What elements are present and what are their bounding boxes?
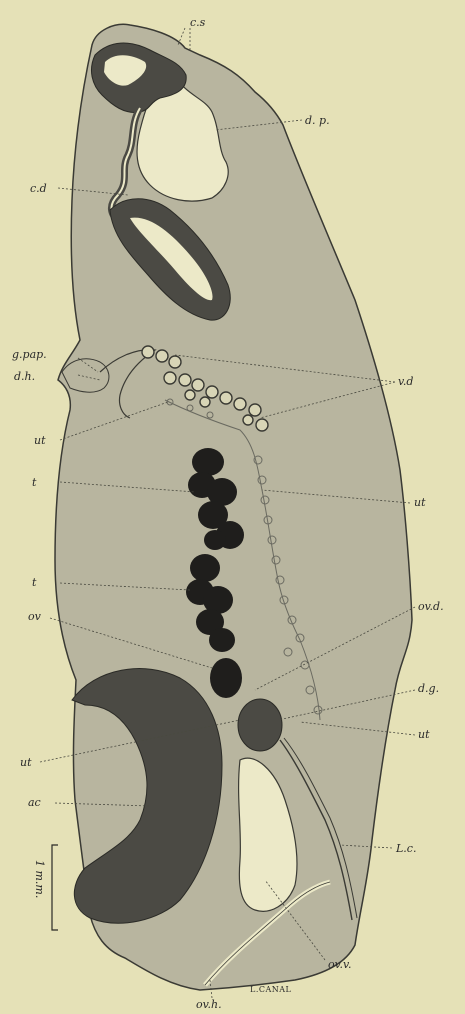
label-dp: d. p. — [305, 114, 330, 127]
body-section — [55, 24, 412, 990]
ovary — [210, 658, 242, 698]
label-dg: d.g. — [418, 682, 439, 695]
label-ovh: ov.h. — [196, 998, 222, 1011]
label-ov: ov — [28, 610, 42, 623]
scale-bar — [52, 845, 58, 930]
label-t-2: t — [32, 576, 37, 589]
label-ut-3: ut — [418, 728, 430, 741]
label-cd: c.d — [30, 182, 47, 195]
label-ac: ac — [28, 796, 41, 809]
label-lc: L.c. — [395, 842, 416, 855]
label-ut-1: ut — [34, 434, 46, 447]
label-ut-2: ut — [414, 496, 426, 509]
digestive-gland — [238, 699, 282, 751]
label-cs: c.s — [190, 16, 206, 29]
label-ut-4: ut — [20, 756, 32, 769]
label-scale: 1 m.m. — [33, 860, 46, 898]
label-t-1: t — [32, 476, 37, 489]
label-vd: v.d — [398, 375, 413, 388]
label-lcanal: L.CANAL — [250, 985, 292, 994]
label-ovd: ov.d. — [418, 600, 444, 613]
label-dh: d.h. — [14, 370, 35, 383]
label-gpap: g.pap. — [12, 348, 47, 361]
label-ovv: ov.v. — [328, 958, 351, 971]
